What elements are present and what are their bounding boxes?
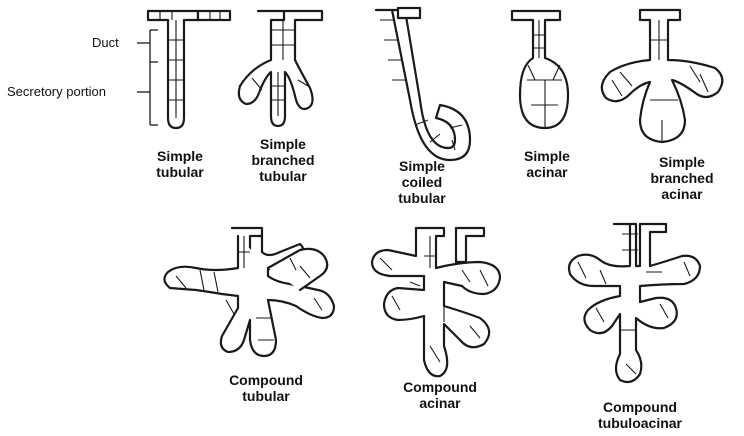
compound-tubular-drawing bbox=[164, 228, 334, 356]
caption-line: Simple bbox=[524, 148, 570, 164]
secretory-portion-label: Secretory portion bbox=[7, 84, 106, 99]
simple-acinar-drawing bbox=[512, 11, 568, 128]
caption-simple-branched-tubular: Simple branched tubular bbox=[251, 136, 314, 184]
caption-line: Simple bbox=[251, 136, 314, 152]
caption-line: acinar bbox=[524, 164, 570, 180]
simple-branched-tubular-drawing bbox=[239, 11, 322, 126]
compound-acinar-drawing bbox=[372, 228, 500, 376]
caption-compound-tubular: Compound tubular bbox=[229, 372, 303, 404]
simple-coiled-tubular-drawing bbox=[376, 8, 470, 160]
caption-compound-acinar: Compound acinar bbox=[403, 379, 477, 411]
caption-line: branched bbox=[251, 152, 314, 168]
caption-line: tubular bbox=[156, 164, 203, 180]
caption-compound-tubuloacinar: Compound tubuloacinar bbox=[598, 399, 682, 431]
caption-simple-tubular: Simple tubular bbox=[156, 148, 203, 180]
caption-line: branched bbox=[650, 170, 713, 186]
label-leaders bbox=[137, 30, 158, 125]
simple-branched-acinar-drawing bbox=[602, 10, 723, 142]
caption-simple-coiled-tubular: Simple coiled tubular bbox=[398, 158, 445, 206]
caption-line: Compound bbox=[229, 372, 303, 388]
caption-line: tubular bbox=[229, 388, 303, 404]
caption-line: tubular bbox=[251, 168, 314, 184]
caption-line: Compound bbox=[598, 399, 682, 415]
caption-line: acinar bbox=[403, 395, 477, 411]
caption-line: acinar bbox=[650, 186, 713, 202]
simple-tubular-drawing bbox=[148, 11, 230, 128]
caption-line: coiled bbox=[398, 174, 445, 190]
compound-tubuloacinar-drawing bbox=[569, 224, 700, 382]
duct-label: Duct bbox=[92, 35, 119, 50]
caption-line: Simple bbox=[650, 154, 713, 170]
caption-simple-acinar: Simple acinar bbox=[524, 148, 570, 180]
caption-simple-branched-acinar: Simple branched acinar bbox=[650, 154, 713, 202]
caption-line: Compound bbox=[403, 379, 477, 395]
caption-line: tubuloacinar bbox=[598, 415, 682, 431]
caption-line: Simple bbox=[398, 158, 445, 174]
caption-line: Simple bbox=[156, 148, 203, 164]
caption-line: tubular bbox=[398, 190, 445, 206]
